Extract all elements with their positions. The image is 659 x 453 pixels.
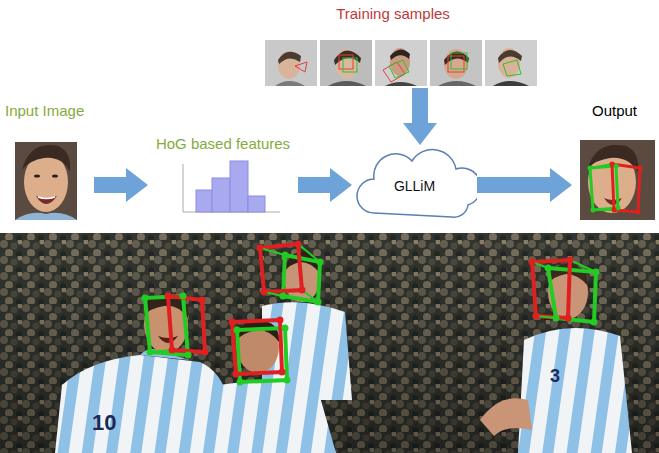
stage-label: HoG based features (148, 135, 298, 153)
block-arrow (412, 88, 428, 123)
shirt-number: 10 (92, 410, 116, 436)
block-arrow (477, 177, 550, 193)
model-name: GLLiM (352, 178, 477, 195)
pose-cube (257, 241, 324, 306)
training-thumbnails (265, 40, 537, 86)
input-face-image (15, 142, 77, 220)
pose-cube (142, 293, 209, 359)
hog-histogram (183, 161, 280, 212)
football-scene (0, 233, 659, 453)
stage-label: Output (572, 102, 657, 120)
pose-cube (229, 317, 291, 386)
stage-label: Input Image (5, 102, 94, 120)
pipeline-stage: Input Image (2, 100, 94, 222)
stage-label: Training samples (262, 5, 524, 23)
pipeline-stage: Training samples (262, 2, 524, 88)
block-arrow (94, 177, 126, 193)
model-cloud: GLLiM (352, 145, 477, 225)
pose-cube (529, 257, 600, 326)
output-face-image (580, 140, 655, 220)
shirt-number: 3 (550, 366, 560, 387)
pipeline-stage: Output (572, 100, 657, 222)
pipeline-stage: HoG based features (148, 132, 298, 218)
block-arrow (298, 177, 330, 193)
